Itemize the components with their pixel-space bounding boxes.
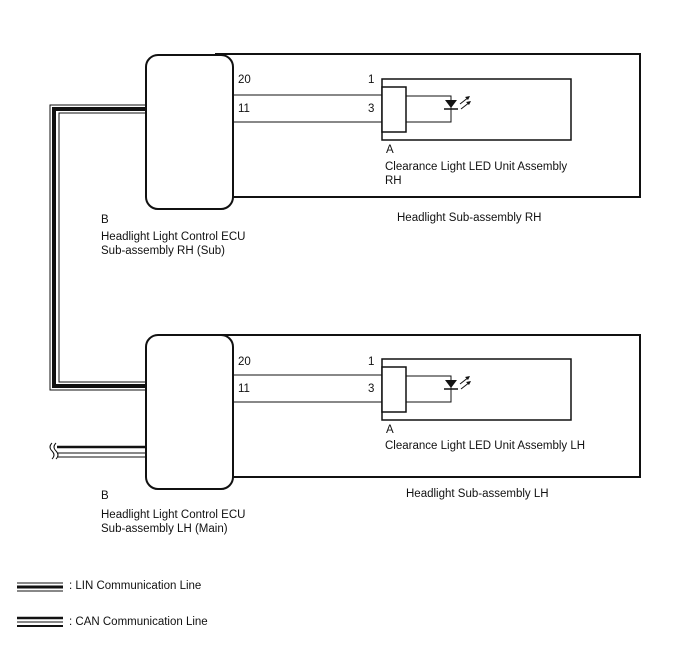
led-lh-name-line1: Clearance Light LED Unit Assembly LH (385, 440, 586, 452)
led-rh-name-line1: Clearance Light LED Unit Assembly (385, 161, 568, 173)
led-rh-name-line2: RH (385, 175, 402, 187)
led-unit-lh-box (381, 358, 572, 421)
legend-lin-label: : LIN Communication Line (69, 580, 202, 592)
led-lh-connector-label: A (386, 424, 394, 436)
led-lh-pin-bottom: 3 (368, 383, 375, 395)
led-rh-connector-label: A (386, 144, 394, 156)
headlight-lh-label: Headlight Sub-assembly LH (406, 488, 549, 500)
lin-communication-line (49, 104, 146, 391)
ecu-rh-connector-label: B (101, 214, 109, 226)
ecu-rh-box (145, 54, 234, 210)
lin-line-icon (17, 582, 63, 592)
led-rh-pin-bottom: 3 (368, 103, 375, 115)
ecu-rh-pin-bottom: 11 (238, 103, 250, 115)
ecu-rh-name-line1: Headlight Light Control ECU (101, 231, 246, 243)
led-unit-rh-connector (381, 86, 407, 133)
can-communication-line (49, 442, 146, 462)
ecu-rh-pin-top: 20 (238, 74, 251, 86)
headlight-lh-box (215, 334, 641, 478)
ecu-lh-connector-label: B (101, 490, 109, 502)
ecu-lh-pin-bottom: 11 (238, 383, 250, 395)
ecu-lh-name-line1: Headlight Light Control ECU (101, 509, 246, 521)
can-line-icon (17, 616, 63, 627)
led-rh-pin-top: 1 (368, 74, 375, 86)
led-unit-rh-box (381, 78, 572, 141)
led-lh-pin-top: 1 (368, 356, 375, 368)
ecu-lh-pin-top: 20 (238, 356, 251, 368)
ecu-rh-name-line2: Sub-assembly RH (Sub) (101, 245, 225, 257)
ecu-lh-name-line2: Sub-assembly LH (Main) (101, 523, 228, 535)
led-rh-icon (406, 95, 471, 123)
headlight-rh-label: Headlight Sub-assembly RH (397, 212, 542, 224)
headlight-rh-box (215, 53, 641, 198)
led-unit-lh-connector (381, 366, 407, 413)
led-lh-icon (406, 375, 471, 403)
legend-can-label: : CAN Communication Line (69, 616, 208, 628)
ecu-lh-box (145, 334, 234, 490)
